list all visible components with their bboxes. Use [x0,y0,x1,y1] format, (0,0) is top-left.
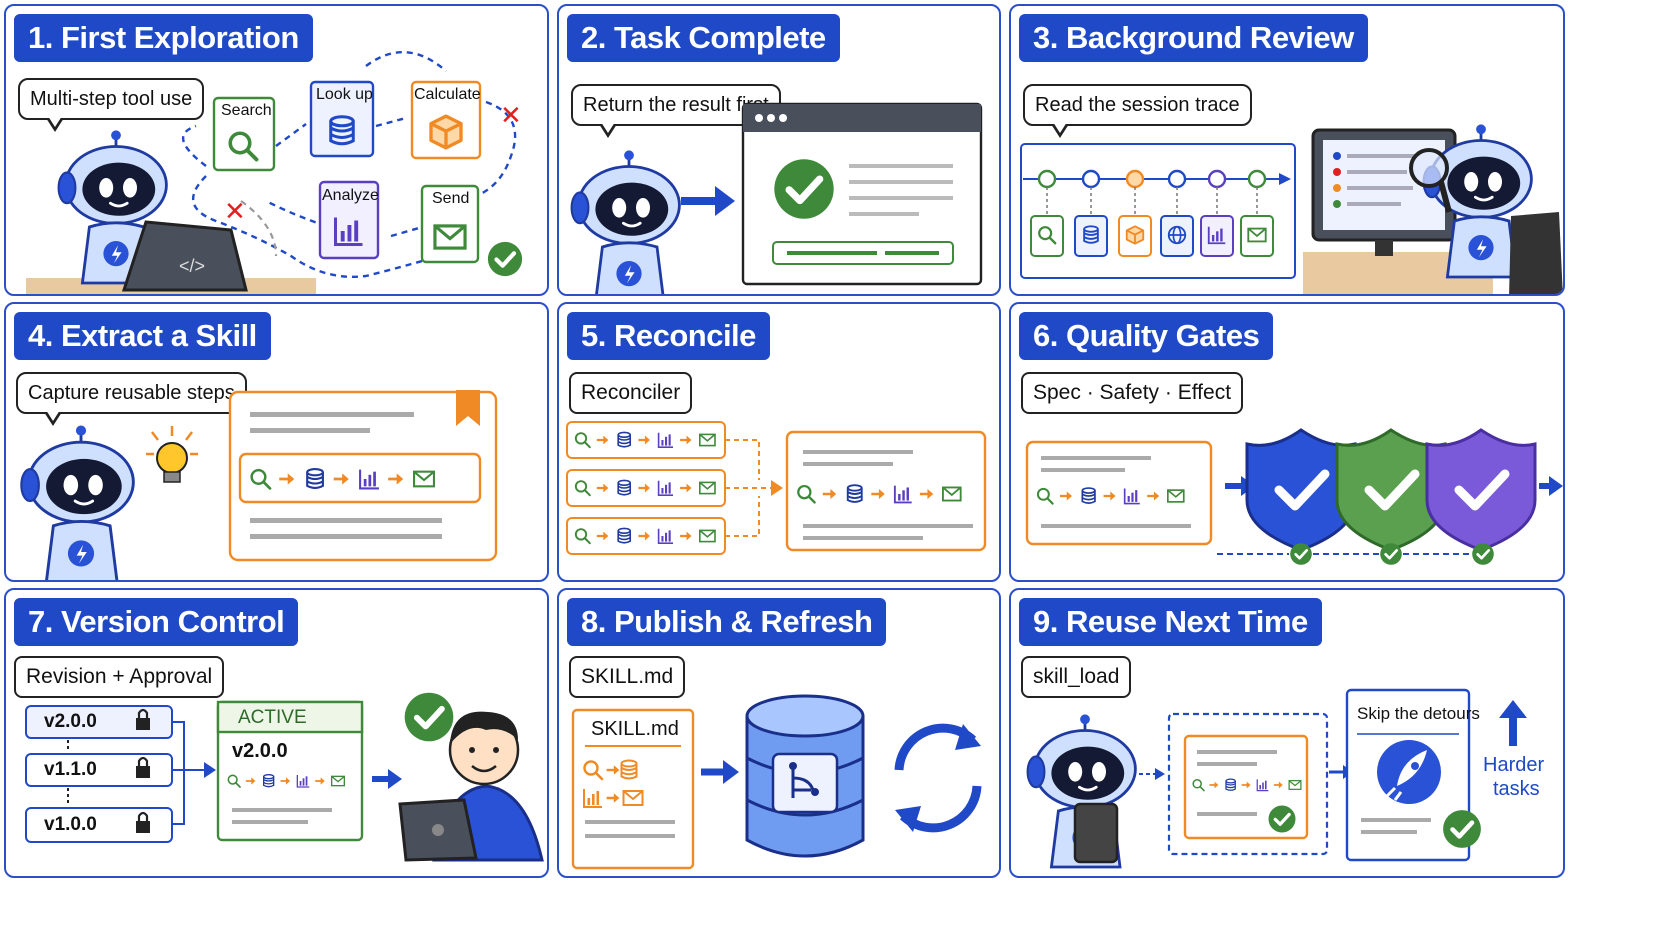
tool-label-calculate: Calculate [414,86,481,103]
gates-scene [1025,428,1563,566]
tool-label-search: Search [221,102,272,119]
cube-icon [1125,225,1145,245]
panel-title: 4. Extract a Skill [14,312,271,360]
doc-title: SKILL.md [591,718,679,740]
panel-reconcile: 5. Reconcile Reconciler [557,302,1001,582]
version-label: v1.0.0 [44,814,97,835]
task-complete-scene [559,102,983,296]
panel-reuse-next-time: 9. Reuse Next Time skill_load Skip the d… [1009,588,1565,878]
publish-scene [571,694,982,870]
check-icon [1267,804,1297,834]
tool-label-analyze: Analyze [322,187,379,204]
robot-icon [572,150,680,296]
trace-timeline [1037,169,1267,214]
skill-md-tag: SKILL.md [569,656,686,698]
version-scene [25,590,544,862]
robot-icon [21,425,133,582]
svg-text:</>: </> [179,256,205,276]
database-icon [745,694,865,858]
reconciler-tag: Reconciler [569,372,693,414]
tool-label-lookup: Look up [316,86,373,103]
speech-bubble: Capture reusable steps [16,372,247,426]
speech-bubble: Read the session trace [1023,84,1252,138]
panel-title: 8. Publish & Refresh [567,598,887,646]
panel-title: 7. Version Control [14,598,299,646]
rocket-icon [1377,740,1441,804]
card-title: Skip the detours [1357,704,1480,723]
reconcile-scene [566,421,987,555]
bubble-text: Capture reusable steps [28,382,235,404]
reuse-scene [1011,688,1527,878]
panel-first-exploration: 1. First Exploration Multi-step tool use… [4,4,549,296]
bubble-text: Read the session trace [1035,94,1240,116]
fail-mark: ✕ [500,100,522,130]
lock-icon [136,756,150,778]
shield-icon [1425,428,1537,552]
lightbulb-icon [146,426,198,483]
version-label: v1.1.0 [44,759,97,780]
harder-line1: Harder [1483,754,1545,776]
bubble-text: Multi-step tool use [30,88,193,110]
panel-task-complete: 2. Task Complete Return the result first [557,4,1001,296]
harder-line2: tasks [1493,778,1540,800]
speech-bubble: Multi-step tool use [18,78,205,132]
panel-title: 2. Task Complete [567,14,840,62]
cube-icon [429,114,463,150]
bookmark-icon [456,390,480,426]
check-icon [1443,810,1481,848]
refresh-icon [894,723,982,833]
check-icon [1379,542,1403,566]
panel-title: 1. First Exploration [14,14,313,62]
shield-icon [1245,428,1357,552]
panel-title: 5. Reconcile [567,312,770,360]
lock-icon [136,708,150,730]
lock-icon [136,811,150,833]
quality-gates-tag: Spec · Safety · Effect [1021,372,1244,414]
panel-background-review: 3. Background Review Read the session tr… [1009,4,1565,296]
developer-avatar [398,711,544,862]
check-icon [1289,542,1313,566]
extract-scene [6,390,498,582]
search-icon [1409,148,1449,188]
panel-publish-refresh: 8. Publish & Refresh SKILL.md SKILL.md [557,588,1001,878]
fail-mark: ✕ [224,196,246,226]
check-icon [1471,542,1495,566]
panel-title: 6. Quality Gates [1019,312,1274,360]
tool-label-send: Send [432,190,470,207]
check-icon [774,159,833,218]
exploration-scene: </> ✕ ✕ [26,51,549,294]
panel-title: 9. Reuse Next Time [1019,598,1322,646]
panel-title: 3. Background Review [1019,14,1368,62]
panel-quality-gates: 6. Quality Gates Spec · Safety · Effect [1009,302,1565,582]
revision-tag: Revision + Approval [14,656,225,698]
panel-version-control: 7. Version Control Revision + Approval v… [4,588,549,878]
skill-load-tag: skill_load [1021,656,1132,698]
trace-scene [1020,6,1563,294]
bubble-text: Return the result first [583,94,769,116]
active-version: v2.0.0 [232,740,288,762]
version-label: v2.0.0 [44,711,97,732]
check-icon [488,242,522,276]
panel-extract-skill: 4. Extract a Skill Capture reusable step… [4,302,549,582]
active-label: ACTIVE [238,707,307,728]
check-icon [405,693,454,742]
